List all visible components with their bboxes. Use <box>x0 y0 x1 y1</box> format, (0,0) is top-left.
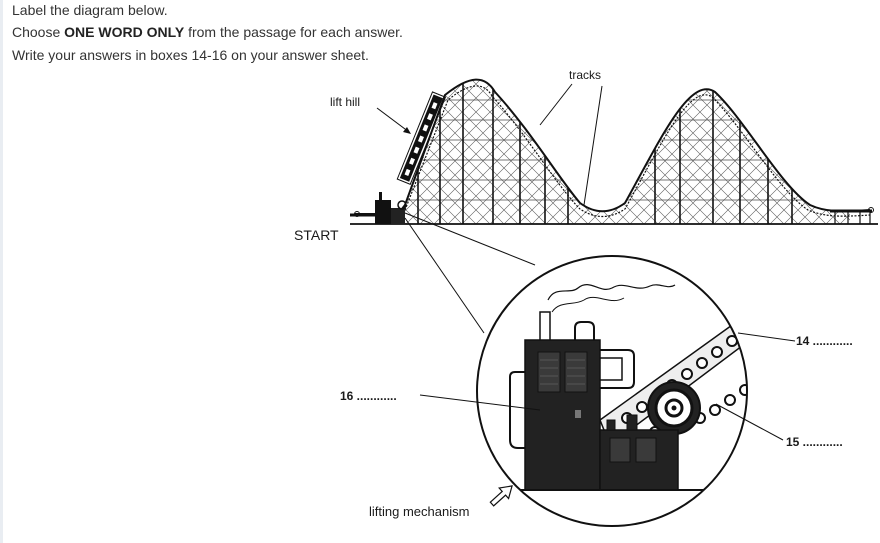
end-platform-legs <box>834 211 871 224</box>
mini-lifting-mechanism <box>375 192 407 224</box>
tracks-leader-1 <box>539 83 573 126</box>
magnify-pointer-bottom <box>404 217 485 334</box>
chimney <box>539 311 551 343</box>
answer-15-label: 15 ............ <box>786 435 843 449</box>
track-inner-rail <box>404 85 871 218</box>
support-truss <box>400 79 850 224</box>
left-margin-bar <box>0 0 3 543</box>
lift-hill-label: lift hill <box>330 95 360 109</box>
tracks-label: tracks <box>569 68 601 82</box>
lifting-mechanism-arrow <box>489 485 513 507</box>
end-track-wheel <box>868 207 874 213</box>
start-label: START <box>294 227 339 243</box>
lifting-mechanism-label: lifting mechanism <box>369 504 469 519</box>
magnified-view <box>476 255 748 527</box>
instruction-line-2-start: Choose <box>12 24 65 40</box>
engine-housing <box>524 339 601 491</box>
instruction-line-3: Write your answers in boxes 14-16 on you… <box>12 47 369 63</box>
instruction-line-2-emphasis: ONE WORD ONLY <box>64 24 185 40</box>
instruction-line-2: Choose ONE WORD ONLY from the passage fo… <box>12 24 403 41</box>
smoke-curl <box>547 284 676 301</box>
leader-14 <box>737 332 796 342</box>
answer-16-label: 16 ............ <box>340 389 397 403</box>
instruction-line-2-end: from the passage for each answer. <box>184 24 403 40</box>
pipe-loop <box>509 371 530 449</box>
leader-16 <box>419 394 541 411</box>
instruction-line-1: Label the diagram below. <box>12 2 168 18</box>
lift-hill-arrow <box>376 107 410 133</box>
track-outer-rail <box>355 78 871 215</box>
lift-hill-arrowhead <box>403 127 411 134</box>
answer-14-label: 14 ............ <box>796 334 853 348</box>
coaster-train <box>396 91 447 185</box>
magnify-pointer-top <box>404 212 536 266</box>
tracks-leader-2 <box>583 85 603 206</box>
start-track-wheel <box>354 211 360 217</box>
coaster-structure <box>350 78 878 225</box>
sprocket-gear <box>647 381 701 435</box>
leader-15 <box>715 403 784 441</box>
